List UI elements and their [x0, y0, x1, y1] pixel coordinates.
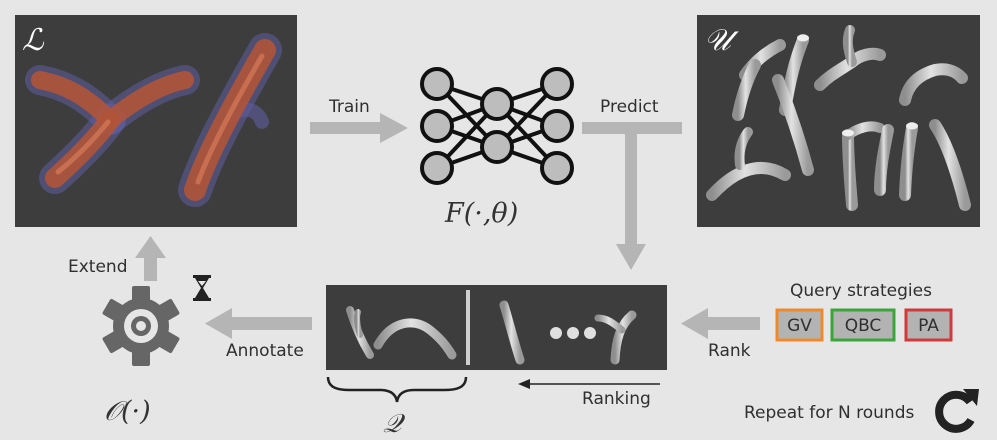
strategy-label-gv: GV — [787, 316, 812, 336]
neural-network-icon — [420, 67, 574, 185]
ranking-arrow: Ranking — [518, 379, 660, 409]
repeat-label: Repeat for N rounds — [744, 403, 915, 423]
extend-label: Extend — [68, 257, 128, 277]
nn-node — [540, 151, 574, 185]
strategy-label-pa: PA — [918, 316, 939, 336]
ranked-query-panel — [326, 285, 667, 370]
model-function-label: F(·,θ) — [444, 198, 518, 229]
strategy-box-qbc — [830, 308, 896, 342]
nn-node — [480, 130, 514, 164]
rank-arrow: Rank — [681, 308, 760, 361]
rank-label: Rank — [708, 341, 751, 361]
annotate-arrow-shaft — [232, 317, 312, 330]
nn-node — [540, 109, 574, 143]
labeled-set-symbol: ℒ — [22, 23, 45, 58]
oracle-function-label: 𝒪(·) — [104, 396, 151, 427]
labeled-vessel-y — [25, 65, 200, 194]
strategy-label-qbc: QBC — [845, 316, 882, 336]
nn-node — [540, 67, 574, 101]
train-arrow-shaft — [310, 122, 380, 134]
train-arrow: Train — [310, 97, 408, 143]
extend-arrow: Extend — [68, 236, 166, 281]
nn-node — [420, 67, 454, 101]
query-set-symbol: 𝒬 — [383, 409, 406, 439]
predict-label: Predict — [600, 97, 659, 117]
predict-arrow: Predict — [582, 97, 682, 270]
extend-arrow-shaft — [144, 258, 157, 281]
train-arrow-head — [380, 113, 408, 143]
extend-arrow-head — [135, 236, 166, 258]
vessel-cap — [906, 122, 918, 130]
query-brace: 𝒬 — [326, 376, 468, 439]
train-label: Train — [328, 97, 370, 117]
annotate-label: Annotate — [226, 341, 304, 361]
ranked-panel-bg — [326, 285, 667, 370]
strategy-box-gv — [775, 308, 824, 342]
strategy-boxes: GV QBC PA — [775, 308, 953, 342]
nn-node — [420, 109, 454, 143]
ranking-label: Ranking — [582, 389, 651, 409]
rank-arrow-shaft — [708, 317, 760, 330]
strategies-title: Query strategies — [790, 281, 932, 301]
repeat-icon — [935, 389, 979, 433]
predict-arrow-head — [616, 244, 646, 270]
rank-arrow-head — [681, 308, 708, 339]
predict-arrow-bar — [582, 122, 682, 134]
annotate-arrow: Annotate — [205, 308, 312, 361]
predict-arrow-shaft — [625, 134, 637, 244]
oracle-gear-icon — [102, 286, 180, 366]
annotate-arrow-head — [205, 308, 232, 339]
vessel-cap — [797, 34, 809, 42]
query-divider — [466, 290, 470, 365]
query-vessels — [346, 300, 637, 365]
query-strategies: Query strategies GV QBC PA — [775, 281, 953, 342]
strategy-box-pa — [904, 308, 953, 342]
ellipsis-dots — [550, 327, 596, 339]
nn-node — [480, 87, 514, 121]
labeled-vessel-long — [178, 33, 282, 207]
nn-node — [420, 151, 454, 185]
unlabeled-vessels — [706, 25, 971, 211]
unlabeled-set-panel: 𝒰 — [697, 15, 980, 227]
labeled-set-panel: ℒ — [15, 15, 297, 227]
hourglass-icon — [193, 275, 211, 301]
vessel-cap — [842, 129, 854, 137]
